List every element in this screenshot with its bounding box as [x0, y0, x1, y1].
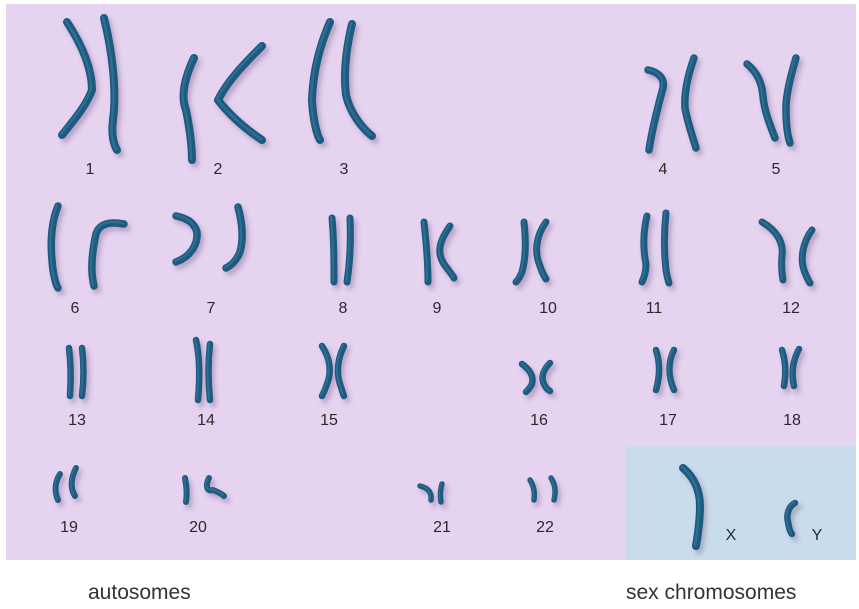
pair-label-8: 8 [339, 300, 348, 317]
autosomes-caption: autosomes [88, 581, 191, 605]
chromosome-1a [61, 21, 92, 135]
pair-label-19: 19 [60, 519, 78, 536]
sex-label-x: X [726, 527, 737, 544]
chromosome-22a [529, 479, 534, 500]
chromosome-15b [337, 345, 344, 396]
chromosome-14a [195, 339, 199, 400]
chromosome-4b [684, 57, 696, 148]
chromosome-8b [346, 217, 350, 282]
chromosome-20a [184, 477, 187, 502]
chromosome-16a [521, 363, 533, 392]
pair-label-20: 20 [189, 519, 207, 536]
pair-label-18: 18 [783, 412, 801, 429]
chromosome-4a [647, 69, 663, 150]
chromosome-3a [311, 21, 330, 140]
chromosome-5b [785, 57, 796, 143]
chromosome-1b [103, 17, 117, 150]
pair-label-11: 11 [646, 300, 663, 317]
pair-label-6: 6 [71, 300, 80, 317]
chromosome-7b [225, 206, 242, 268]
chromosome-21b [439, 483, 442, 502]
chromosome-9a [423, 221, 428, 282]
pair-label-16: 16 [530, 412, 548, 429]
chromosome-12a [761, 221, 783, 280]
pair-label-22: 22 [536, 519, 554, 536]
chromosome-7a [175, 215, 197, 262]
pair-label-12: 12 [782, 300, 800, 317]
chromosome-18a [781, 349, 785, 386]
chromosome-11b [664, 212, 670, 283]
pair-label-7: 7 [207, 300, 216, 317]
pair-label-13: 13 [68, 412, 86, 429]
chromosome-2a [183, 57, 194, 160]
chromosome-19a [55, 473, 60, 500]
pair-label-21: 21 [433, 519, 451, 536]
chromosome-17b [669, 349, 675, 390]
chromosome-9b [439, 225, 454, 278]
chromosome-12b [801, 229, 812, 283]
pair-label-5: 5 [772, 161, 781, 178]
chromosome-6b [91, 222, 124, 286]
chromosome-8a [331, 217, 334, 282]
chromosome-22b [550, 477, 555, 500]
chromosome-3b [344, 23, 372, 136]
chromosome-19b [71, 467, 76, 496]
chromosome-5a [746, 63, 775, 138]
chromosome-13b [81, 347, 84, 396]
sex-label-y: Y [812, 527, 823, 544]
chromosome-11a [641, 215, 647, 282]
chromosome-15a [321, 345, 330, 396]
chromosome-16b [542, 362, 550, 391]
pair-label-10: 10 [539, 300, 557, 317]
pair-label-14: 14 [197, 412, 215, 429]
chromosome-2b [217, 45, 262, 140]
chromosome-18b [792, 348, 799, 386]
chromosome-17a [655, 349, 659, 390]
chromosome-14b [208, 343, 211, 400]
sex-chromosomes-caption: sex chromosomes [626, 581, 796, 605]
pair-label-2: 2 [214, 161, 223, 178]
chromosome-10a [515, 221, 525, 282]
chromosome-20b [206, 477, 224, 496]
chromosome-y [786, 502, 795, 534]
chromosome-10b [536, 221, 546, 279]
pair-label-1: 1 [86, 161, 95, 178]
chromosome-21a [419, 485, 431, 500]
chromosome-6a [50, 205, 58, 288]
pair-label-17: 17 [659, 412, 677, 429]
pair-label-4: 4 [659, 161, 668, 178]
pair-label-3: 3 [340, 161, 349, 178]
pair-label-15: 15 [320, 412, 338, 429]
chromosome-13a [68, 347, 71, 396]
pair-label-9: 9 [433, 300, 442, 317]
chromosome-x [682, 467, 700, 546]
